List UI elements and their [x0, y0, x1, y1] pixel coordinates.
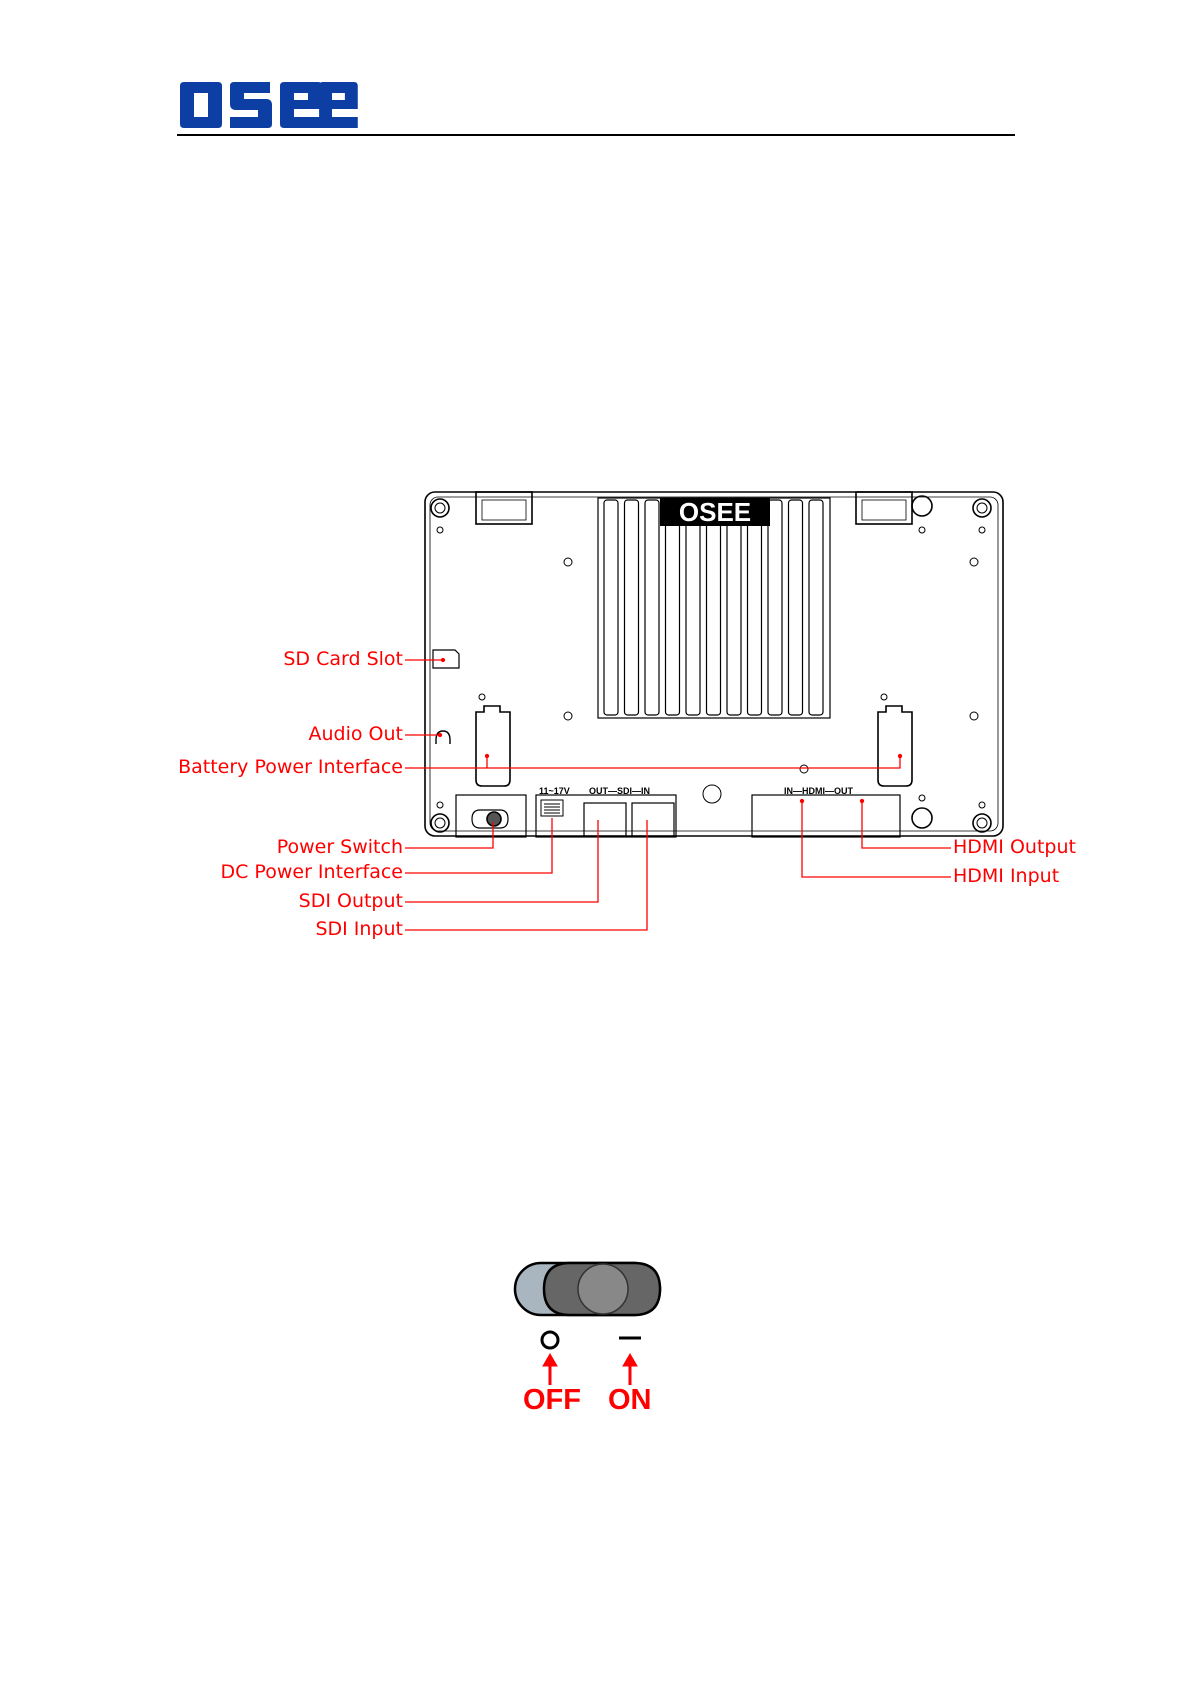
- heatsink-fin: [768, 500, 782, 715]
- heatsink-fin: [604, 500, 618, 715]
- sd-card-slot: [433, 650, 459, 668]
- heatsink-fin: [707, 500, 721, 715]
- heatsink-fin: [625, 500, 639, 715]
- heatsink-fin: [645, 500, 659, 715]
- dc-voltage-label: 11~17V: [539, 786, 570, 796]
- audio-out-jack: [436, 731, 450, 744]
- dc-power-port: [541, 800, 563, 816]
- off-symbol-icon: [542, 1332, 558, 1348]
- heatsink-fin: [789, 500, 803, 715]
- svg-text:OSEE: OSEE: [679, 497, 751, 527]
- callout-sd-card-slot: SD Card Slot: [283, 648, 403, 670]
- monitor-housing: [425, 492, 1003, 836]
- callout-battery-power-interface: Battery Power Interface: [178, 756, 403, 778]
- callout-sdi-input: SDI Input: [315, 918, 403, 940]
- callout-hdmi-output: HDMI Output: [953, 836, 1076, 858]
- heatsink-fin: [666, 500, 680, 715]
- callout-sdi-output: SDI Output: [299, 890, 403, 912]
- off-label: OFF: [523, 1384, 581, 1416]
- sdi-panel-label: OUT—SDI—IN: [589, 786, 650, 796]
- heatsink-fin: [727, 500, 741, 715]
- hdmi-panel-label: IN—HDMI—OUT: [784, 786, 853, 796]
- heatsink: [598, 498, 830, 718]
- power-switch-illustration: [515, 1263, 660, 1385]
- heatsink-fin: [748, 500, 762, 715]
- callout-audio-out: Audio Out: [309, 723, 404, 745]
- on-label: ON: [608, 1384, 652, 1416]
- heatsink-fin: [686, 500, 700, 715]
- callout-dc-power-interface: DC Power Interface: [221, 861, 404, 883]
- battery-interface-left: [476, 706, 510, 786]
- callout-power-switch: Power Switch: [277, 836, 403, 858]
- battery-interface-right: [878, 706, 912, 786]
- heatsink-fin: [809, 500, 823, 715]
- callout-hdmi-input: HDMI Input: [953, 865, 1059, 887]
